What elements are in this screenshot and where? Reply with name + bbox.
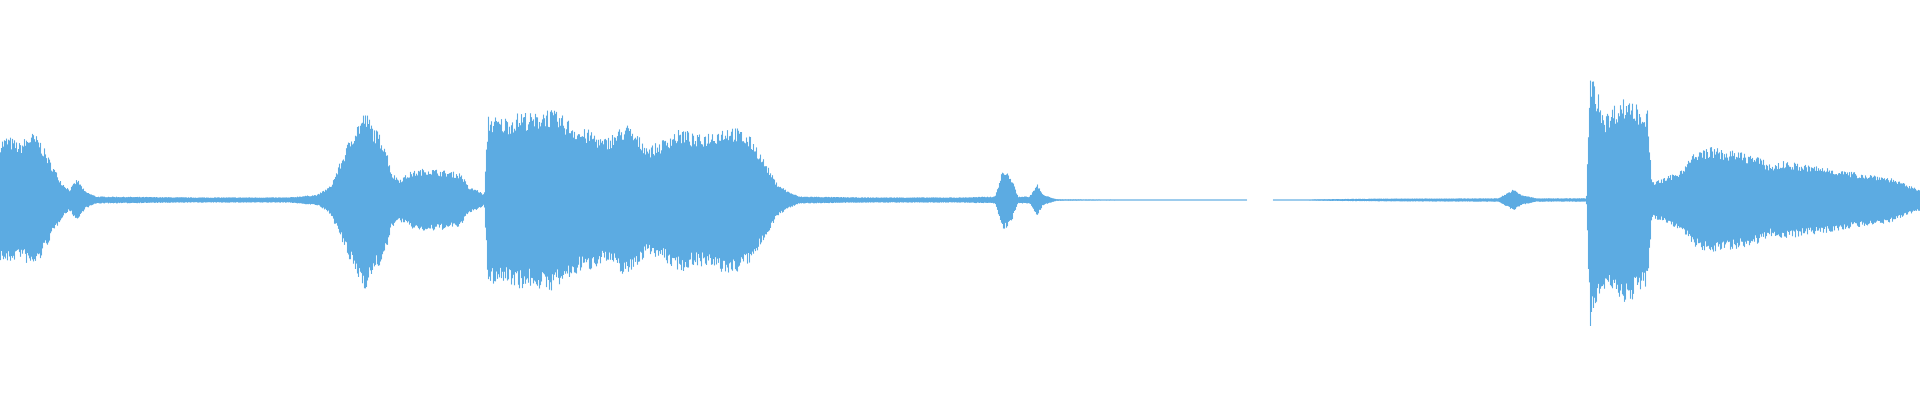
waveform-samples [0,80,1920,326]
